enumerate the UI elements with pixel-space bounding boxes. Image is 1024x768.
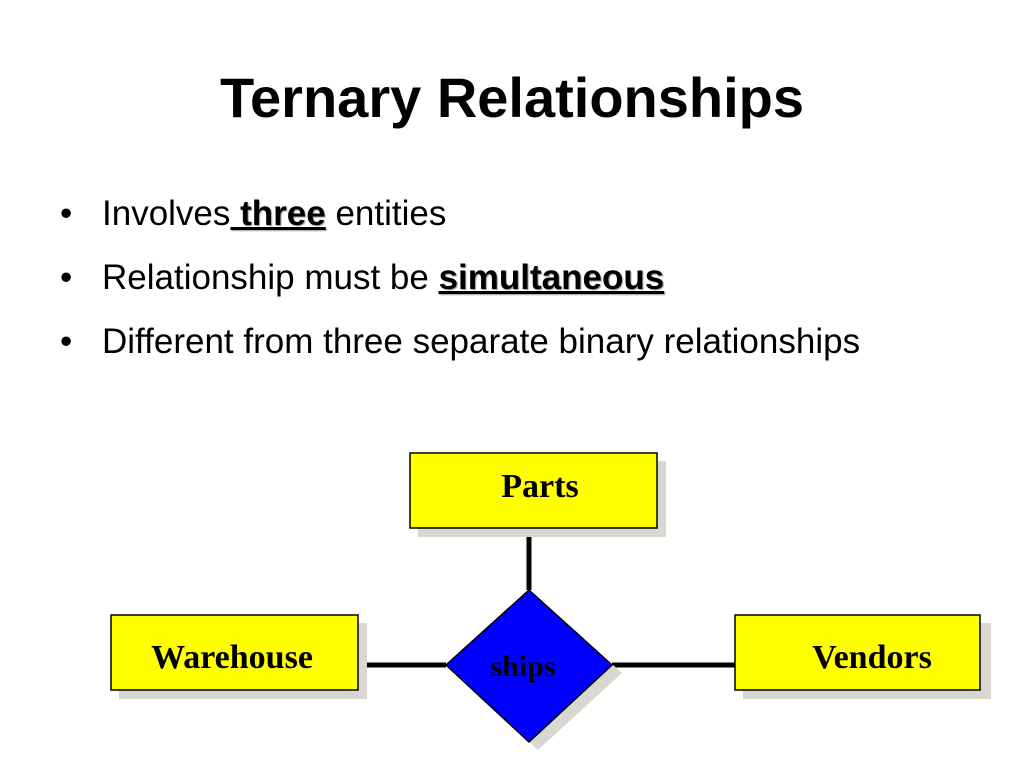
relationship-diamond	[444, 588, 614, 744]
relationship-ships: ships	[444, 588, 622, 750]
entity-box	[734, 614, 981, 691]
bullet-emphasis: simultaneous	[438, 258, 665, 297]
entity-box	[110, 614, 359, 691]
bullet-text: Involves	[102, 194, 231, 233]
entity-vendors: Vendors	[734, 614, 991, 699]
bullet-text: Different from three separate binary rel…	[102, 322, 861, 361]
bullet-emphasis: three	[230, 194, 326, 233]
bullet-text: Relationship must be	[102, 258, 439, 297]
bullet-item: • Different from three separate binary r…	[60, 318, 960, 366]
bullet-item: • Involves three entities	[60, 190, 960, 238]
bullet-list: • Involves three entities • Relationship…	[60, 190, 960, 382]
bullet-dot: •	[60, 258, 73, 297]
entity-warehouse: Warehouse	[110, 614, 367, 699]
entity-label: Warehouse	[151, 639, 313, 676]
bullet-dot: •	[60, 322, 73, 361]
relationship-label: ships	[490, 650, 555, 683]
entity-label: Parts	[501, 468, 578, 505]
bullet-dot: •	[60, 194, 73, 233]
slide-title: Ternary Relationships	[219, 66, 804, 129]
bullet-item: • Relationship must be simultaneous	[60, 254, 960, 302]
entity-label: Vendors	[812, 639, 932, 676]
entity-parts: Parts	[409, 452, 666, 537]
entity-box	[409, 452, 658, 529]
bullet-text: entities	[325, 194, 447, 233]
